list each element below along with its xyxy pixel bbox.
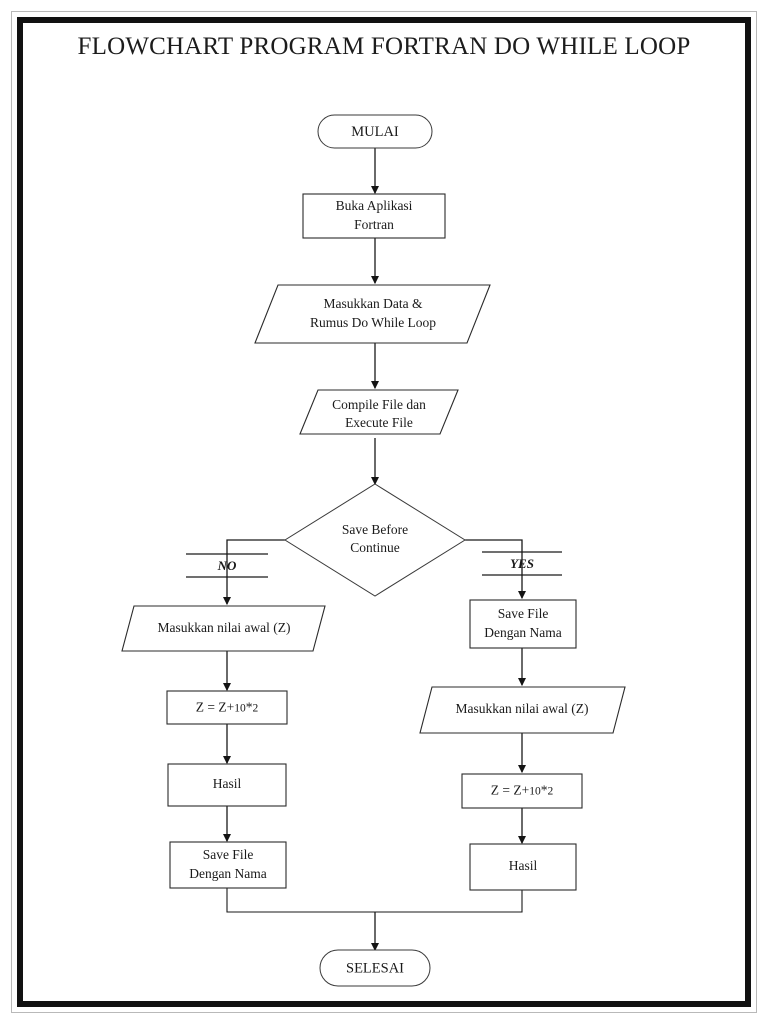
node-yes-hasil-label: Hasil (509, 858, 538, 873)
node-no-save-line2: Dengan Nama (189, 866, 267, 881)
node-yes-calc-expr-a: 10 (529, 785, 541, 797)
node-decision-line2: Continue (350, 540, 400, 555)
node-no-calc-expr-op: * (246, 700, 253, 715)
node-decision-line1: Save Before (342, 522, 408, 537)
node-yes-save-line2: Dengan Nama (484, 625, 562, 640)
edge-decision-to-yes (465, 539, 527, 600)
node-selesai-label: SELESAI (346, 960, 404, 976)
node-no-calc-label: Z = Z+10*2 (196, 700, 259, 715)
node-yes-save-file[interactable]: Save File Dengan Nama (469, 599, 577, 649)
node-yes-save-line1: Save File (498, 606, 549, 621)
node-buka-line1: Buka Aplikasi (336, 198, 413, 213)
page-frame-border (17, 17, 751, 1007)
page-title: FLOWCHART PROGRAM FORTRAN DO WHILE LOOP (77, 33, 691, 60)
node-no-calc-expr-head: Z = Z+ (196, 700, 234, 715)
node-yes-calc-expr-op: * (541, 783, 548, 798)
node-yes-hasil[interactable]: Hasil (469, 843, 577, 891)
node-no-hasil[interactable]: Hasil (167, 763, 287, 807)
node-yes-calc[interactable]: Z = Z+10*2 (461, 773, 583, 809)
node-mulai-label: MULAI (351, 124, 399, 140)
node-no-input-label: Masukkan nilai awal (Z) (157, 620, 290, 635)
edge-decision-to-no (222, 539, 285, 606)
node-no-calc-expr-a: 10 (234, 702, 246, 714)
edge-label-no: NO (217, 558, 237, 573)
node-mulai[interactable]: MULAI (317, 114, 433, 149)
node-decision-save-before-continue[interactable]: Save Before Continue (284, 483, 466, 597)
node-yes-input-label: Masukkan nilai awal (Z) (455, 701, 588, 716)
edge-no-save-to-join (226, 888, 375, 913)
edge-yes-hasil-to-join (375, 890, 523, 913)
node-yes-calc-label: Z = Z+10*2 (491, 783, 554, 798)
node-no-calc[interactable]: Z = Z+10*2 (166, 690, 288, 725)
node-masukkan-line2: Rumus Do While Loop (310, 315, 436, 330)
node-selesai[interactable]: SELESAI (319, 949, 431, 987)
node-no-save-file[interactable]: Save File Dengan Nama (169, 841, 287, 889)
node-buka-aplikasi-fortran[interactable]: Buka Aplikasi Fortran (302, 193, 446, 239)
outer-border-rule (11, 11, 757, 1013)
node-yes-calc-expr-b: 2 (547, 785, 553, 797)
node-buka-line2: Fortran (354, 217, 394, 232)
node-masukkan-data-rumus[interactable]: Masukkan Data & Rumus Do While Loop (254, 284, 491, 344)
node-yes-calc-expr-head: Z = Z+ (491, 783, 529, 798)
node-compile-execute-file[interactable]: Compile File dan Execute File (299, 389, 459, 435)
node-compile-line2: Execute File (345, 415, 413, 430)
node-no-hasil-label: Hasil (213, 776, 242, 791)
node-masukkan-line1: Masukkan Data & (324, 296, 423, 311)
node-yes-masukkan-nilai-awal[interactable]: Masukkan nilai awal (Z) (419, 686, 626, 734)
node-compile-line1: Compile File dan (332, 397, 426, 412)
node-no-masukkan-nilai-awal[interactable]: Masukkan nilai awal (Z) (121, 605, 326, 652)
edge-label-yes: YES (510, 556, 534, 571)
node-no-save-line1: Save File (203, 847, 254, 862)
node-no-calc-expr-b: 2 (252, 702, 258, 714)
